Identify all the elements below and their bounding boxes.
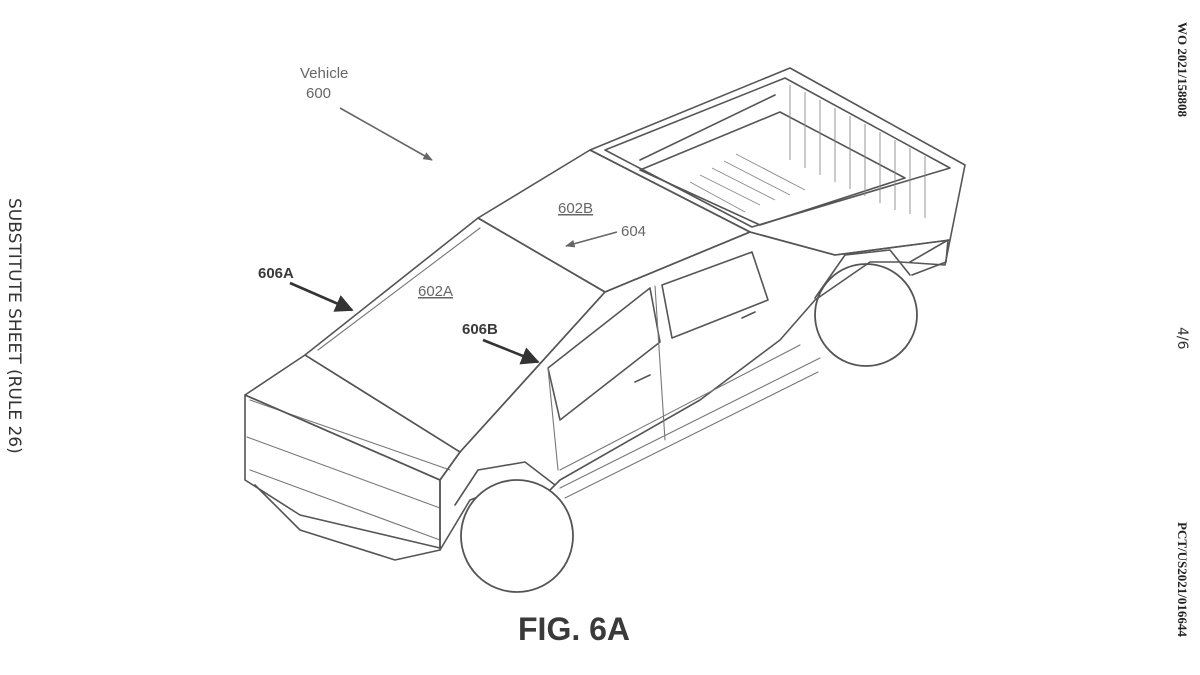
label-604: 604 [621, 223, 646, 240]
vehicle-label: Vehicle [300, 65, 348, 82]
label-602b: 602B [558, 200, 593, 217]
side-sill [559, 357, 821, 489]
front-bumper-line [249, 469, 441, 541]
application-number: PCT/US2021/016644 [1175, 522, 1190, 637]
front-fascia [244, 394, 441, 549]
figure-caption: FIG. 6A [518, 611, 630, 647]
rear-wheel [814, 263, 918, 367]
front-wheel-arch [454, 461, 556, 506]
bed-hatching [689, 85, 926, 218]
substitute-sheet-note: SUBSTITUTE SHEET (RULE 26) [4, 198, 24, 454]
arrow-606b [482, 338, 540, 365]
rear-flare [909, 239, 949, 276]
door-seam-front [547, 367, 559, 471]
vehicle-arrow [339, 107, 433, 161]
label-602a: 602A [418, 283, 453, 300]
front-door-handle [634, 374, 651, 383]
vehicle-number-label: 600 [306, 85, 331, 102]
arrow-604 [565, 231, 618, 248]
bed-inner-rim [604, 77, 951, 228]
label-606a: 606A [258, 265, 294, 282]
truck-bed-outline [589, 67, 966, 256]
door-bottom-line [559, 344, 801, 471]
front-wheel [460, 479, 574, 593]
sheet-number: 4/6 [1174, 327, 1190, 350]
front-lower-skirt [254, 484, 441, 561]
bed-rail [639, 94, 776, 161]
rear-side-window [661, 251, 769, 339]
bed-floor [639, 111, 906, 226]
vehicle-drawing [244, 67, 966, 593]
front-side-window [547, 287, 661, 421]
side-sill-lower [564, 371, 819, 499]
rear-door-handle [741, 311, 756, 319]
hood [244, 354, 461, 481]
rear-wheel-arch [814, 249, 911, 299]
b-pillar [654, 285, 666, 441]
windshield-inner-line [317, 227, 481, 351]
roof-panel-602b [477, 149, 751, 293]
light-bar [246, 436, 441, 509]
label-606b: 606B [462, 321, 498, 338]
arrow-606a [289, 281, 354, 312]
publication-number: WO 2021/158808 [1175, 22, 1190, 117]
